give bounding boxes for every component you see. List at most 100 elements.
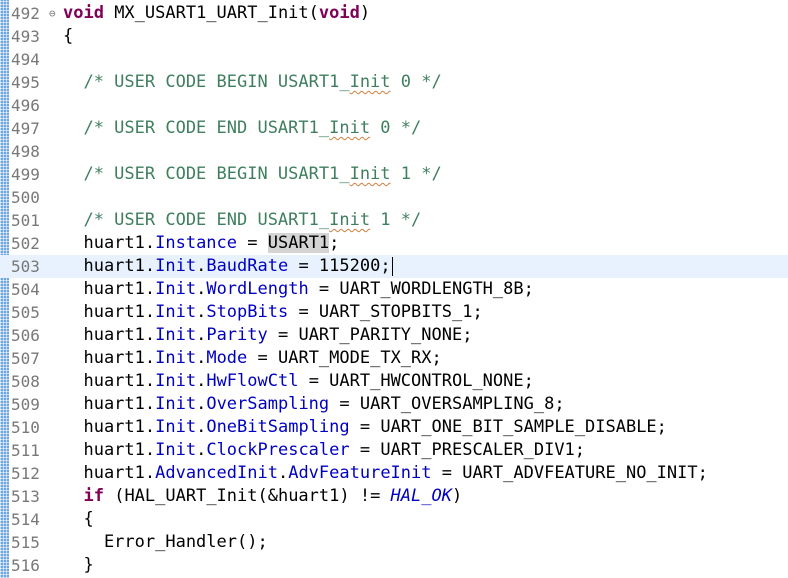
- code-text: {: [63, 26, 73, 47]
- line-number: 496: [11, 96, 40, 115]
- code-token: .: [196, 371, 207, 391]
- code-token: /* USER CODE END USART1_: [63, 118, 330, 138]
- code-token: 1 */: [370, 210, 422, 230]
- code-token: huart1.: [63, 325, 156, 345]
- code-text: huart1.Init.StopBits = UART_STOPBITS_1;: [63, 302, 483, 323]
- code-text: void MX_USART1_UART_Init(void): [63, 3, 370, 24]
- code-line[interactable]: 497 /* USER CODE END USART1_Init 0 */: [0, 117, 788, 140]
- code-token: .: [196, 348, 207, 368]
- code-text: huart1.Instance = USART1;: [63, 233, 339, 254]
- code-token: huart1.: [63, 302, 156, 322]
- line-number: 495: [11, 73, 40, 92]
- code-line[interactable]: 500: [0, 186, 788, 209]
- code-token: huart1.: [63, 440, 156, 460]
- code-token: = UART_ONE_BIT_SAMPLE_DISABLE;: [349, 417, 667, 437]
- code-token: Init: [155, 417, 197, 437]
- line-number: 499: [11, 165, 40, 184]
- code-line[interactable]: 494: [0, 48, 788, 71]
- code-line[interactable]: 513 if (HAL_UART_Init(&huart1) != HAL_OK…: [0, 485, 788, 508]
- line-number: 511: [11, 441, 40, 460]
- line-number: 497: [11, 119, 40, 138]
- code-token: huart1.: [63, 256, 156, 276]
- code-line[interactable]: 512 huart1.AdvancedInit.AdvFeatureInit =…: [0, 462, 788, 485]
- code-token: void: [63, 3, 104, 23]
- code-token: /* USER CODE BEGIN USART1_: [63, 72, 350, 92]
- code-token: = UART_STOPBITS_1;: [288, 302, 483, 322]
- code-line[interactable]: 507 huart1.Init.Mode = UART_MODE_TX_RX;: [0, 347, 788, 370]
- code-token: [63, 486, 83, 506]
- code-token: Init: [155, 348, 197, 368]
- code-token: ): [451, 486, 463, 506]
- code-token: = UART_HWCONTROL_NONE;: [298, 371, 534, 391]
- line-number: 501: [11, 211, 40, 230]
- code-token: .: [196, 279, 207, 299]
- line-number: 508: [11, 372, 40, 391]
- line-number: 494: [11, 50, 40, 69]
- code-token: Init: [329, 118, 371, 138]
- code-token: = UART_PARITY_NONE;: [267, 325, 473, 345]
- line-number: 509: [11, 395, 40, 414]
- code-token: Init: [155, 279, 197, 299]
- code-text: huart1.Init.OneBitSampling = UART_ONE_BI…: [63, 417, 667, 438]
- line-number: 503: [11, 257, 40, 276]
- code-token: Init: [155, 440, 197, 460]
- code-line[interactable]: 510 huart1.Init.OneBitSampling = UART_ON…: [0, 416, 788, 439]
- code-line[interactable]: 509 huart1.Init.OverSampling = UART_OVER…: [0, 393, 788, 416]
- code-token: MX_USART1_UART_Init(: [103, 3, 319, 23]
- code-line[interactable]: 505 huart1.Init.StopBits = UART_STOPBITS…: [0, 301, 788, 324]
- code-line[interactable]: 499 /* USER CODE BEGIN USART1_Init 1 */: [0, 163, 788, 186]
- line-number: 500: [11, 188, 40, 207]
- code-text: huart1.Init.Mode = UART_MODE_TX_RX;: [63, 348, 442, 369]
- line-number: 502: [11, 234, 40, 253]
- code-token: =: [237, 233, 268, 253]
- code-line[interactable]: 493{: [0, 25, 788, 48]
- code-text: }: [63, 555, 93, 576]
- code-token: WordLength: [206, 279, 309, 299]
- code-token: .: [277, 463, 289, 483]
- overview-ruler: [0, 0, 9, 578]
- line-number: 513: [11, 487, 40, 506]
- code-token: Init: [329, 210, 371, 230]
- code-text: Error_Handler();: [63, 532, 268, 553]
- code-token: Instance: [155, 233, 238, 253]
- code-line[interactable]: 516 }: [0, 554, 788, 577]
- line-number: 498: [11, 142, 40, 161]
- code-line[interactable]: 506 huart1.Init.Parity = UART_PARITY_NON…: [0, 324, 788, 347]
- code-line[interactable]: 508 huart1.Init.HwFlowCtl = UART_HWCONTR…: [0, 370, 788, 393]
- code-line[interactable]: 514 {: [0, 508, 788, 531]
- code-line[interactable]: 495 /* USER CODE BEGIN USART1_Init 0 */: [0, 71, 788, 94]
- code-token: {: [63, 509, 94, 529]
- code-token: .: [196, 325, 207, 345]
- code-token: {: [63, 26, 74, 46]
- code-token: Error_Handler();: [63, 532, 268, 552]
- code-token: (HAL_UART_Init(&huart1) !=: [103, 486, 391, 506]
- code-line[interactable]: 498: [0, 140, 788, 163]
- text-caret: [391, 256, 393, 276]
- code-token: huart1.: [63, 348, 156, 368]
- code-token: Init: [155, 371, 197, 391]
- code-token: .: [196, 440, 207, 460]
- code-token: StopBits: [206, 302, 289, 322]
- code-line[interactable]: 501 /* USER CODE END USART1_Init 1 */: [0, 209, 788, 232]
- code-token: Init: [155, 256, 197, 276]
- code-line[interactable]: 515 Error_Handler();: [0, 531, 788, 554]
- code-token: Init: [155, 394, 197, 414]
- code-line[interactable]: 511 huart1.Init.ClockPrescaler = UART_PR…: [0, 439, 788, 462]
- code-line[interactable]: 492⊖void MX_USART1_UART_Init(void): [0, 2, 788, 25]
- code-line[interactable]: 496: [0, 94, 788, 117]
- code-token: Mode: [206, 348, 248, 368]
- code-token: 0 */: [370, 118, 422, 138]
- code-token: = UART_MODE_TX_RX;: [247, 348, 442, 368]
- code-line[interactable]: 504 huart1.Init.WordLength = UART_WORDLE…: [0, 278, 788, 301]
- code-line[interactable]: 502 huart1.Instance = USART1;: [0, 232, 788, 255]
- fold-collapse-icon[interactable]: ⊖: [49, 7, 56, 20]
- line-number: 506: [11, 326, 40, 345]
- code-line[interactable]: 503 huart1.Init.BaudRate = 115200;: [0, 255, 788, 278]
- code-token: OverSampling: [206, 394, 330, 414]
- code-token: 1 */: [390, 164, 442, 184]
- code-text: huart1.AdvancedInit.AdvFeatureInit = UAR…: [63, 463, 707, 484]
- code-token: /* USER CODE BEGIN USART1_: [63, 164, 350, 184]
- code-token: Init: [349, 164, 391, 184]
- code-token: .: [196, 302, 207, 322]
